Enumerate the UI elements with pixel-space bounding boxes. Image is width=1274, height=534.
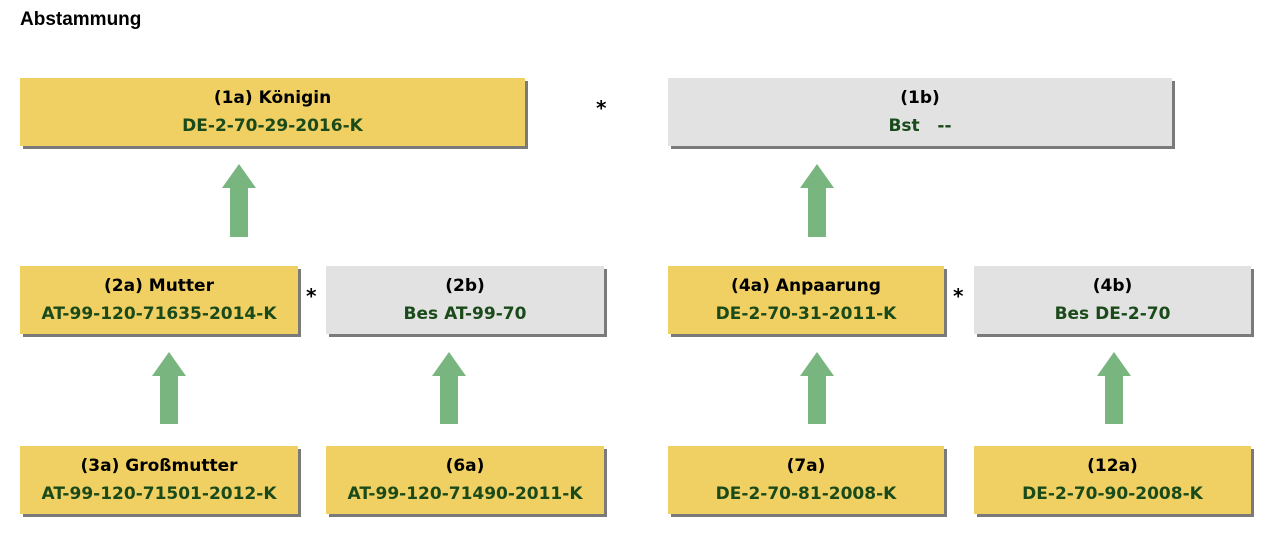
arrow-up-icon (152, 352, 186, 424)
node-label: (2a) Mutter (104, 276, 214, 296)
arrow-up-icon (222, 164, 256, 237)
arrow-up-icon (800, 164, 834, 237)
node-7a[interactable]: (7a) DE-2-70-81-2008-K (668, 446, 944, 514)
node-code: Bst -- (888, 116, 952, 136)
node-code: DE-2-70-29-2016-K (182, 116, 363, 136)
node-label: (4b) (1092, 276, 1133, 296)
node-code: AT-99-120-71490-2011-K (347, 484, 583, 504)
node-label: (4a) Anpaarung (731, 276, 881, 296)
node-label: (12a) (1087, 456, 1138, 476)
arrow-up-icon (1097, 352, 1131, 424)
node-6a[interactable]: (6a) AT-99-120-71490-2011-K (326, 446, 604, 514)
arrow-up-icon (432, 352, 466, 424)
node-1b[interactable]: (1b) Bst -- (668, 78, 1172, 146)
node-2a-mutter[interactable]: (2a) Mutter AT-99-120-71635-2014-K (20, 266, 298, 334)
mating-connector: * (596, 96, 607, 120)
node-4b[interactable]: (4b) Bes DE-2-70 (974, 266, 1251, 334)
node-code: Bes DE-2-70 (1054, 304, 1171, 324)
node-label: (6a) (445, 456, 485, 476)
mating-connector: * (306, 284, 317, 308)
node-code: DE-2-70-90-2008-K (1022, 484, 1203, 504)
node-code: AT-99-120-71501-2012-K (41, 484, 277, 504)
node-code: AT-99-120-71635-2014-K (41, 304, 277, 324)
node-code: Bes AT-99-70 (403, 304, 527, 324)
page-title: Abstammung (20, 9, 142, 30)
node-label: (7a) (786, 456, 826, 476)
arrow-up-icon (800, 352, 834, 424)
mating-connector: * (953, 284, 964, 308)
node-label: (1a) Königin (213, 88, 332, 108)
node-label: (2b) (445, 276, 485, 296)
node-3a-grossmutter[interactable]: (3a) Großmutter AT-99-120-71501-2012-K (20, 446, 298, 514)
node-label: (3a) Großmutter (80, 456, 238, 476)
node-code: DE-2-70-81-2008-K (715, 484, 897, 504)
node-4a-anpaarung[interactable]: (4a) Anpaarung DE-2-70-31-2011-K (668, 266, 944, 334)
node-2b[interactable]: (2b) Bes AT-99-70 (326, 266, 604, 334)
node-12a[interactable]: (12a) DE-2-70-90-2008-K (974, 446, 1251, 514)
node-code: DE-2-70-31-2011-K (715, 304, 897, 324)
node-label: (1b) (900, 88, 940, 108)
node-1a-koenigin[interactable]: (1a) Königin DE-2-70-29-2016-K (20, 78, 525, 146)
